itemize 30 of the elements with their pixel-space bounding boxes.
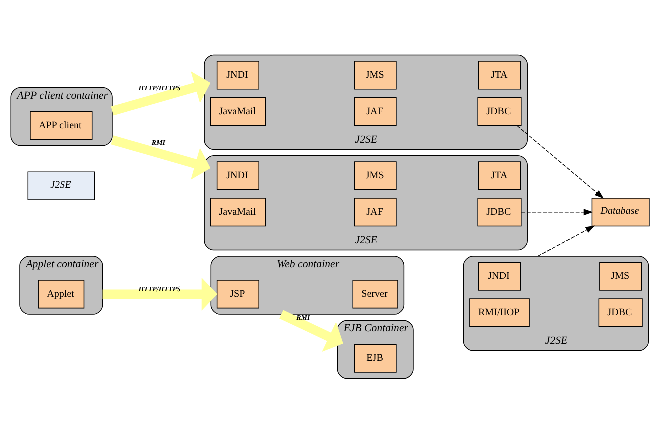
node-box: JMS xyxy=(600,262,642,290)
node-box: JAF xyxy=(354,96,397,126)
node-box: Server xyxy=(352,280,398,308)
node-box: Database xyxy=(592,198,650,226)
node-box: J2SE xyxy=(28,171,96,200)
node-box: Applet xyxy=(38,280,85,308)
arrow xyxy=(111,71,211,116)
node-box: APP client xyxy=(30,110,93,140)
node-box: JDBC xyxy=(478,96,522,126)
node-box: JNDI xyxy=(478,262,522,290)
node-box: JAF xyxy=(354,198,397,226)
node-box: JDBC xyxy=(478,198,522,226)
arrow xyxy=(516,124,604,198)
node-box: RMI/IIOP xyxy=(470,298,530,327)
node-box: JTA xyxy=(478,161,522,190)
node-box: JTA xyxy=(478,60,522,90)
node-box: JMS xyxy=(354,161,397,190)
node-box: EJB xyxy=(354,344,397,372)
arrow xyxy=(521,208,594,216)
arrow xyxy=(102,277,218,310)
node-box: JSP xyxy=(216,280,260,308)
node-box: JDBC xyxy=(598,298,643,327)
arrow xyxy=(538,225,596,256)
node-box: JavaMail xyxy=(210,198,266,226)
node-box: JNDI xyxy=(216,161,260,190)
node-box: JNDI xyxy=(216,60,260,90)
arrow xyxy=(111,135,211,180)
node-box: JavaMail xyxy=(210,96,266,126)
arrow xyxy=(280,310,344,352)
node-box: JMS xyxy=(354,60,397,90)
